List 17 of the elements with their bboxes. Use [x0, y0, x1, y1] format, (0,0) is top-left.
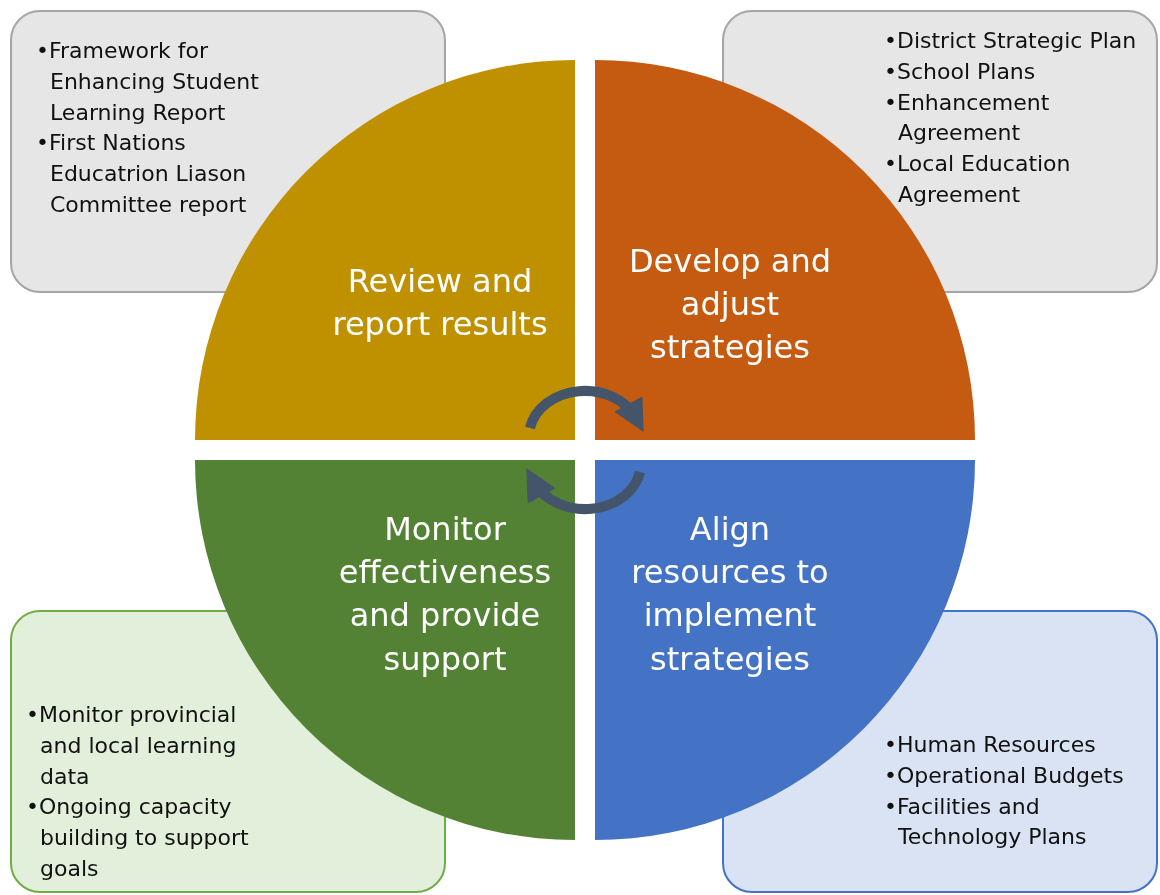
bullet-item: •Local Education Agreement — [884, 150, 1072, 209]
bullet-item: •First Nations Educatrion Liason Committee report — [36, 129, 248, 219]
quadrant-label: Review and report results — [331, 261, 549, 346]
quadrant-label: Develop and adjust strategies — [627, 241, 833, 369]
bullet-item: •District Strategic Plan — [884, 27, 1138, 55]
bullet-item: •Framework for Enhancing Student Learning Report — [36, 37, 260, 127]
bullet-item: •Facilities and Technology Plans — [884, 792, 1088, 852]
bullet-item: •Ongoing capacity building to support goals — [26, 793, 250, 883]
bullet-item: •Monitor provincial and local learning data — [26, 701, 238, 791]
bullet-item: •School Plans — [884, 57, 1037, 86]
bullet-item: •Operational Budgets — [884, 761, 1125, 790]
quadrant-label: Monitor effectiveness and provide support — [337, 509, 553, 680]
curved-arrow — [525, 385, 645, 432]
bullet-item: •Enhancement Agreement — [884, 88, 1051, 148]
curved-arrow — [525, 468, 645, 515]
bullet-item: •Human Resources — [884, 731, 1097, 759]
quadrant-label: Align resources to implement strategies — [630, 509, 830, 680]
